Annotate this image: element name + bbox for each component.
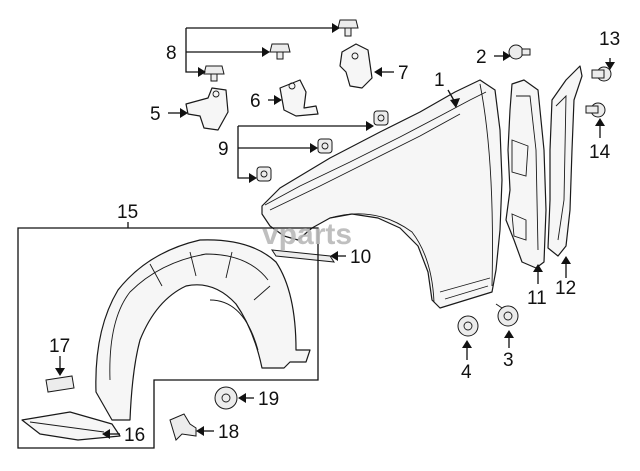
callout-4[interactable]: 4 xyxy=(461,362,472,383)
clip-part-17[interactable] xyxy=(45,375,75,393)
bracket-part-7[interactable] xyxy=(339,43,373,89)
pin-part-18[interactable] xyxy=(169,413,197,441)
callout-12[interactable]: 12 xyxy=(555,278,576,299)
callout-17[interactable]: 17 xyxy=(49,336,70,357)
callout-5[interactable]: 5 xyxy=(150,104,161,125)
nut-part-4[interactable] xyxy=(457,315,479,337)
liner-inset-box xyxy=(17,227,319,449)
bracket-part-6[interactable] xyxy=(279,79,319,117)
callout-15[interactable]: 15 xyxy=(117,202,138,223)
bolt-9-top[interactable] xyxy=(373,110,389,126)
leader-lines xyxy=(55,23,615,439)
bolt-8-top[interactable] xyxy=(337,19,359,37)
strip-part-10[interactable] xyxy=(270,249,336,263)
callout-3[interactable]: 3 xyxy=(503,350,514,371)
bracket-part-5[interactable] xyxy=(185,87,229,131)
bolt-part-3[interactable] xyxy=(495,303,519,327)
callout-19[interactable]: 19 xyxy=(258,389,279,410)
callout-11[interactable]: 11 xyxy=(527,288,547,309)
bolt-8-low[interactable] xyxy=(203,65,225,82)
callout-18[interactable]: 18 xyxy=(218,422,239,443)
wheel-liner-part-15[interactable] xyxy=(95,239,311,421)
bolt-part-19[interactable] xyxy=(214,386,238,410)
bolt-9-mid[interactable] xyxy=(317,138,333,154)
callout-10[interactable]: 10 xyxy=(350,247,371,268)
callout-labels: 1 2 3 4 5 6 7 8 9 10 11 12 13 14 15 16 1… xyxy=(49,29,620,446)
callout-6[interactable]: 6 xyxy=(250,91,261,112)
bolt-part-13[interactable] xyxy=(591,66,612,82)
callout-8[interactable]: 8 xyxy=(166,43,177,64)
callout-7[interactable]: 7 xyxy=(398,63,409,84)
seal-part-11[interactable] xyxy=(505,79,547,269)
bolt-part-2[interactable] xyxy=(508,44,531,60)
bolt-8-mid[interactable] xyxy=(269,43,291,60)
bolt-9-low[interactable] xyxy=(256,166,272,182)
clip-part-14[interactable] xyxy=(585,102,606,118)
callout-1[interactable]: 1 xyxy=(434,70,445,91)
fender-part-1[interactable] xyxy=(261,79,503,309)
callout-16[interactable]: 16 xyxy=(124,425,145,446)
callout-14[interactable]: 14 xyxy=(589,142,611,163)
callout-2[interactable]: 2 xyxy=(476,47,487,68)
callout-9[interactable]: 9 xyxy=(218,139,229,160)
bracket-part-12[interactable] xyxy=(547,65,583,257)
watermark-text: vparts xyxy=(262,218,352,251)
shield-part-16[interactable] xyxy=(21,411,121,441)
callout-13[interactable]: 13 xyxy=(599,29,620,50)
